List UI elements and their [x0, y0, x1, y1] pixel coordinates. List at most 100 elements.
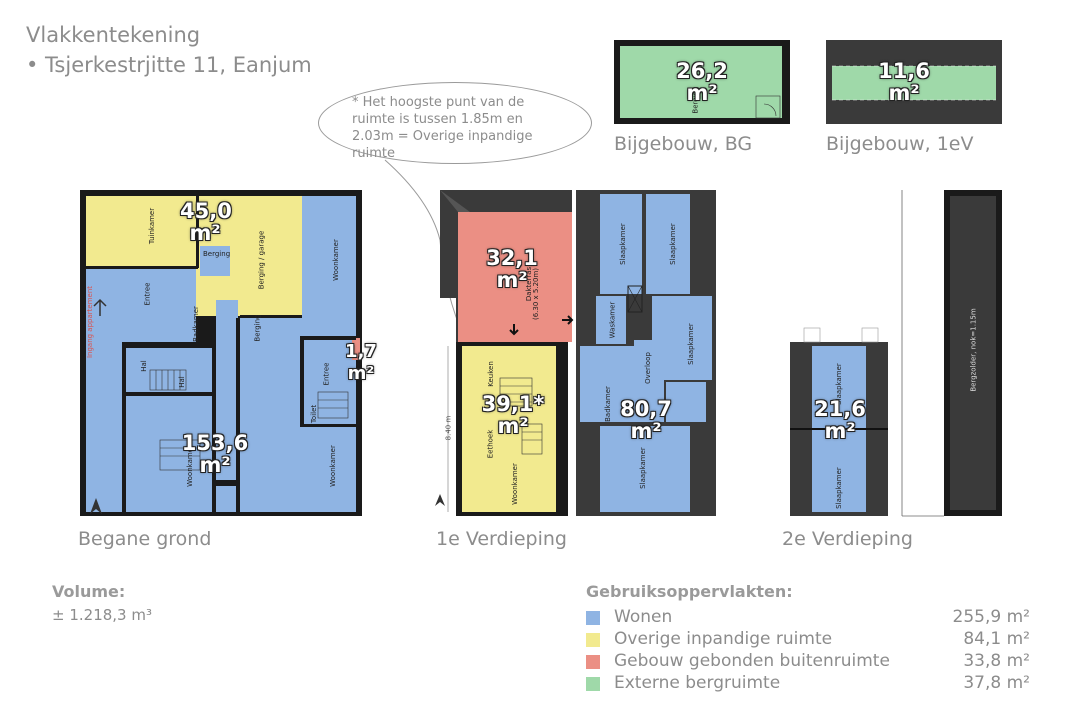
ev-badkamer: [580, 346, 634, 422]
area-unit: m²: [199, 453, 231, 477]
room-waskamer: Waskamer: [608, 301, 617, 339]
legend-swatch: [586, 677, 600, 691]
bg-hal-left: [86, 342, 126, 512]
legend-item-overig: Overige inpandige ruimte 84,1 m²: [586, 629, 1030, 651]
note-text: * Het hoogste punt van de ruimte is tuss…: [352, 95, 533, 161]
room-toilet: Toilet: [310, 404, 319, 424]
area-unit: m²: [496, 268, 528, 292]
room-slaapkamer-ev1: Slaapkamer: [618, 223, 627, 265]
tv-slaapkamer1: [812, 346, 866, 428]
room-ingang: Ingang appartement: [86, 285, 94, 359]
legend-swatch: [586, 655, 600, 669]
ev-overloop: [634, 340, 664, 422]
room-hal2: Hal: [177, 376, 186, 388]
bg-berging-small: [200, 246, 230, 276]
area-unit: m²: [630, 419, 662, 443]
area-value: 39,1*: [481, 392, 545, 416]
legend-label: Gebouw gebonden buitenruimte: [614, 651, 890, 671]
area-ev-wonen: 80,7 m²: [618, 398, 674, 442]
area-ev-overig: 39,1* m²: [478, 393, 548, 437]
title-text: Vlakkentekening: [26, 23, 201, 47]
area-value: 11,6: [878, 59, 930, 83]
bg-buiten-small: [352, 338, 360, 360]
bg-woonkamer-left: [126, 396, 212, 512]
area-ev-buiten: 32,1 m²: [484, 247, 540, 291]
area-unit: m²: [888, 81, 920, 105]
bg-entree2: [304, 342, 352, 424]
area-value: 153,6: [181, 431, 249, 455]
note-bubble: [318, 82, 592, 164]
room-slaapkamer-tv2: Slaapkamer: [834, 467, 843, 509]
plan-bijgebouw-1ev: [826, 40, 1002, 124]
room-entree2: Entree: [322, 362, 331, 386]
legend-swatch: [586, 633, 600, 647]
room-slaapkamer-ev4: Slaapkamer: [638, 447, 647, 489]
compass-bg: [90, 498, 102, 514]
room-overloop: Overloop: [643, 352, 652, 384]
bg-corridor: [216, 300, 238, 480]
area-bg-overig: 45,0 m²: [180, 199, 232, 245]
area-value: 45,0: [180, 199, 232, 223]
room-bergzolder: Bergzolder, nok=1.15m: [969, 308, 978, 392]
caption-bijgebouw-bg: Bijgebouw, BG: [614, 133, 753, 155]
room-slaapkamer-ev3: Slaapkamer: [686, 323, 695, 365]
area-unit: m²: [347, 363, 375, 384]
legend-heading: Gebruiksoppervlakten:: [586, 582, 793, 601]
ev-keuken-woonkamer: [462, 346, 562, 512]
bg-woonkamer-top: [302, 196, 356, 336]
volume-value: ± 1.218,3 m³: [52, 606, 152, 624]
ev-dakterras: [458, 212, 572, 342]
legend-item-wonen: Wonen 255,9 m²: [586, 607, 1030, 629]
area-unit: m²: [686, 81, 718, 105]
address-text: • Tsjerkestrjitte 11, Eanjum: [26, 53, 312, 77]
area-bg-buiten: 1,7 m²: [336, 341, 386, 385]
legend-label: Wonen: [614, 607, 673, 627]
room-badkamer-ev: Badkamer: [603, 386, 612, 422]
area-bb-extern: 26,2 m²: [674, 60, 730, 104]
area-unit: m²: [824, 419, 856, 443]
area-bb1-extern: 11,6 m²: [876, 60, 932, 104]
caption-eerste-verdieping: 1e Verdieping: [436, 528, 567, 550]
area-unit: m²: [497, 414, 529, 438]
legend-value: 84,1 m²: [963, 629, 1030, 649]
ev-slaapkamer1: [600, 194, 642, 294]
area-bg-wonen: 153,6 m²: [180, 432, 250, 476]
room-keuken: Keuken: [486, 361, 495, 387]
plan-bijgebouw-bg: [614, 40, 790, 124]
area-unit: m²: [189, 221, 221, 245]
bg-entree: [86, 268, 196, 342]
plan-eerste-verdieping: [435, 190, 716, 516]
volume-heading: Volume:: [52, 582, 126, 601]
legend-value: 255,9 m²: [952, 607, 1030, 627]
room-hal1: Hal: [139, 360, 148, 372]
room-slaapkamer-ev2: Slaapkamer: [668, 223, 677, 265]
room-entree1: Entree: [143, 282, 152, 306]
bb1-extern: [832, 66, 996, 100]
legend-label: Overige inpandige ruimte: [614, 629, 833, 649]
bg-bottom-gap: [216, 486, 238, 512]
room-woonkamer-ev: Woonkamer: [510, 463, 519, 505]
area-tv-wonen: 21,6 m²: [812, 398, 868, 442]
ev-waskamer: [596, 296, 626, 344]
area-value: 21,6: [814, 397, 866, 421]
legend-swatch: [586, 611, 600, 625]
legend-label: Externe bergruimte: [614, 673, 781, 693]
plan-tweede-verdieping: [790, 190, 1002, 517]
room-woonkamer2: Woonkamer: [328, 445, 337, 487]
legend-value: 33,8 m²: [963, 651, 1030, 671]
caption-tweede-verdieping: 2e Verdieping: [782, 528, 913, 550]
plan-begane-grond: [80, 190, 362, 516]
legend-item-extern: Externe bergruimte 37,8 m²: [586, 673, 1030, 695]
ev-slaapkamer2: [646, 194, 690, 294]
ev-slaapkamer4: [600, 426, 690, 512]
bb-berging: [620, 46, 782, 118]
legend-value: 37,8 m²: [963, 673, 1030, 693]
tv-slaapkamer2: [812, 430, 866, 512]
bg-tuinkamer: [86, 196, 196, 266]
caption-bijgebouw-1ev: Bijgebouw, 1eV: [826, 133, 974, 155]
area-value: 80,7: [620, 397, 672, 421]
room-tuinkamer: Tuinkamer: [148, 207, 157, 245]
legend-item-buiten: Gebouw gebonden buitenruimte 33,8 m²: [586, 651, 1030, 673]
area-value: 32,1: [486, 246, 538, 270]
